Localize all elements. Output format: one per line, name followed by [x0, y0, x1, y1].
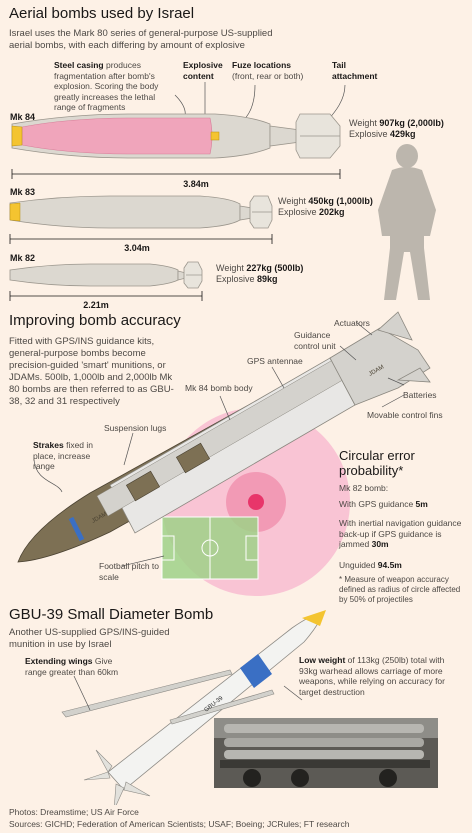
- mk83-weight-label: Weight: [278, 196, 309, 206]
- steel-casing-text: produces fragmentation after bomb's expl…: [54, 60, 159, 112]
- mk82-weight: 227kg (500lb): [246, 263, 304, 273]
- mk84-specs: Weight 907kg (2,000lb) Explosive 429kg: [349, 118, 444, 140]
- gbu39-wing-left: [61, 669, 233, 718]
- mk82-specs: Weight 227kg (500lb) Explosive 89kg: [216, 263, 303, 285]
- low-weight-leader: [283, 685, 303, 701]
- jdam-illustration: JDAM JDAM: [17, 311, 431, 596]
- soldier-silhouette: [378, 144, 436, 300]
- gbu39-bomb: GBU-39: [61, 610, 326, 805]
- mk83-dimension: [9, 234, 273, 244]
- mk82-weight-label: Weight: [216, 263, 247, 273]
- low-weight-label: Low weight of 113kg (250lb) total with 9…: [299, 655, 465, 697]
- fuze-text: (front, rear or both): [232, 70, 304, 81]
- jdam-bomb: JDAM JDAM: [17, 311, 431, 563]
- gbu39-blue-band: [240, 654, 272, 688]
- explosive-content-callout: Explosive content: [183, 60, 223, 81]
- football-pitch-label: Football pitch to scale: [99, 561, 160, 582]
- cep-gps-row: With GPS guidance 5m: [339, 499, 469, 510]
- jdam-top-fin: [377, 311, 413, 341]
- mk83-name: Mk 83: [10, 187, 36, 197]
- strakes-text: fixed in place, increase range: [33, 440, 94, 471]
- wings-leader: [73, 675, 91, 711]
- low-weight-bold: Low weight: [299, 655, 346, 665]
- jdam-leaders: [33, 321, 405, 567]
- football-pitch: [161, 516, 259, 580]
- cep-subtitle: Mk 82 bomb:: [339, 483, 389, 493]
- footer-photos: Photos: Dreamstime; US Air Force: [9, 807, 139, 817]
- section3-intro: Another US-supplied GPS/INS-guided munit…: [9, 627, 170, 650]
- gbu39-trailer-photo: [214, 718, 438, 788]
- section2-title: Improving bomb accuracy: [9, 312, 181, 329]
- steel-casing-bold: Steel casing: [54, 60, 104, 70]
- cep-ins-row: With inertial navigation guidance back-u…: [339, 518, 469, 550]
- footer-sources: Sources: GICHD; Federation of American S…: [9, 819, 350, 829]
- suspension-lugs-label: Suspension lugs: [104, 423, 167, 433]
- cep-title: Circular error probability*: [339, 448, 415, 478]
- mk84-weight: 907kg (2,000lb): [379, 118, 444, 128]
- mk84-tail-fuze: [210, 131, 220, 141]
- mk83-bomb: [9, 195, 273, 229]
- strakes-bold: Strakes: [33, 440, 64, 450]
- low-weight-text: of 113kg (250lb) total with 93kg warhead…: [299, 655, 445, 697]
- mk82-explosive-label: Explosive: [216, 274, 258, 284]
- mk83-specs: Weight 450kg (1,000lb) Explosive 202kg: [278, 196, 373, 218]
- mk84-explosive-fill: [21, 117, 213, 155]
- steel-casing-callout: Steel casing produces fragmentation afte…: [54, 60, 179, 113]
- mk82-bomb: [9, 261, 203, 289]
- gps-antennae-label: GPS antennae: [247, 356, 303, 366]
- jdam-bottom-fin: [396, 367, 431, 383]
- mk82-name: Mk 82: [10, 253, 36, 263]
- fuze-callout: Fuze locations(front, rear or both): [232, 60, 312, 81]
- cep-ins-text: With inertial navigation guidance back-u…: [339, 518, 462, 549]
- gbu39-nose: [302, 610, 326, 626]
- fuze-bold: Fuze locations: [232, 60, 292, 70]
- extending-wings-label: Extending wings Give range greater than …: [25, 656, 125, 677]
- cep-gps-value: 5m: [415, 499, 428, 509]
- wings-bold: Extending wings: [25, 656, 93, 666]
- section1-title: Aerial bombs used by Israel: [9, 5, 195, 22]
- mk83-length: 3.04m: [124, 243, 150, 253]
- wings-text: Give range greater than 60km: [25, 656, 119, 677]
- mk82-explosive: 89kg: [257, 274, 278, 284]
- mk84-dimension: [11, 169, 341, 179]
- mk84-name: Mk 84: [10, 112, 36, 122]
- mk83-explosive-label: Explosive: [278, 207, 320, 217]
- section3-title: GBU-39 Small Diameter Bomb: [9, 606, 214, 623]
- movable-fins-label: Movable control fins: [367, 410, 443, 420]
- mk84-explosive: 429kg: [390, 129, 416, 139]
- actuators-label: Actuators: [334, 318, 370, 328]
- mk83-explosive: 202kg: [319, 207, 345, 217]
- section1-illustration: [9, 82, 436, 301]
- mk82-dimension: [9, 291, 203, 301]
- mk82-length: 2.21m: [83, 300, 109, 310]
- batteries-label: Batteries: [403, 390, 437, 400]
- mk84-length: 3.84m: [183, 179, 209, 189]
- cep-unguided-text: Unguided: [339, 560, 378, 570]
- cep-gps-text: With GPS guidance: [339, 499, 416, 509]
- mk84-nose-fuze: [11, 125, 23, 147]
- strakes-label: Strakes fixed in place, increase range: [33, 440, 103, 472]
- section1-intro: Israel uses the Mark 80 series of genera…: [9, 28, 273, 51]
- guidance-control-unit-label: Guidance control unit: [294, 330, 336, 351]
- cep-gps-circle: [248, 494, 264, 510]
- cep-footnote: * Measure of weapon accuracy defined as …: [339, 575, 461, 604]
- mk83-weight: 450kg (1,000lb): [308, 196, 373, 206]
- mk84-body-label: Mk 84 bomb body: [185, 383, 253, 393]
- section2-intro: Fitted with GPS/INS guidance kits, gener…: [9, 336, 174, 407]
- mk84-explosive-label: Explosive: [349, 129, 391, 139]
- cep-ins-value: 30m: [371, 539, 389, 549]
- cep-unguided-value: 94.5m: [377, 560, 402, 570]
- mk84-bomb: [11, 113, 341, 159]
- gbu39-wing-right: [169, 689, 275, 725]
- mk84-weight-label: Weight: [349, 118, 380, 128]
- cep-unguided-row: Unguided 94.5m: [339, 560, 469, 571]
- gbu39-illustration: GBU-39: [61, 610, 438, 805]
- tail-callout: Tail attachment: [332, 60, 378, 81]
